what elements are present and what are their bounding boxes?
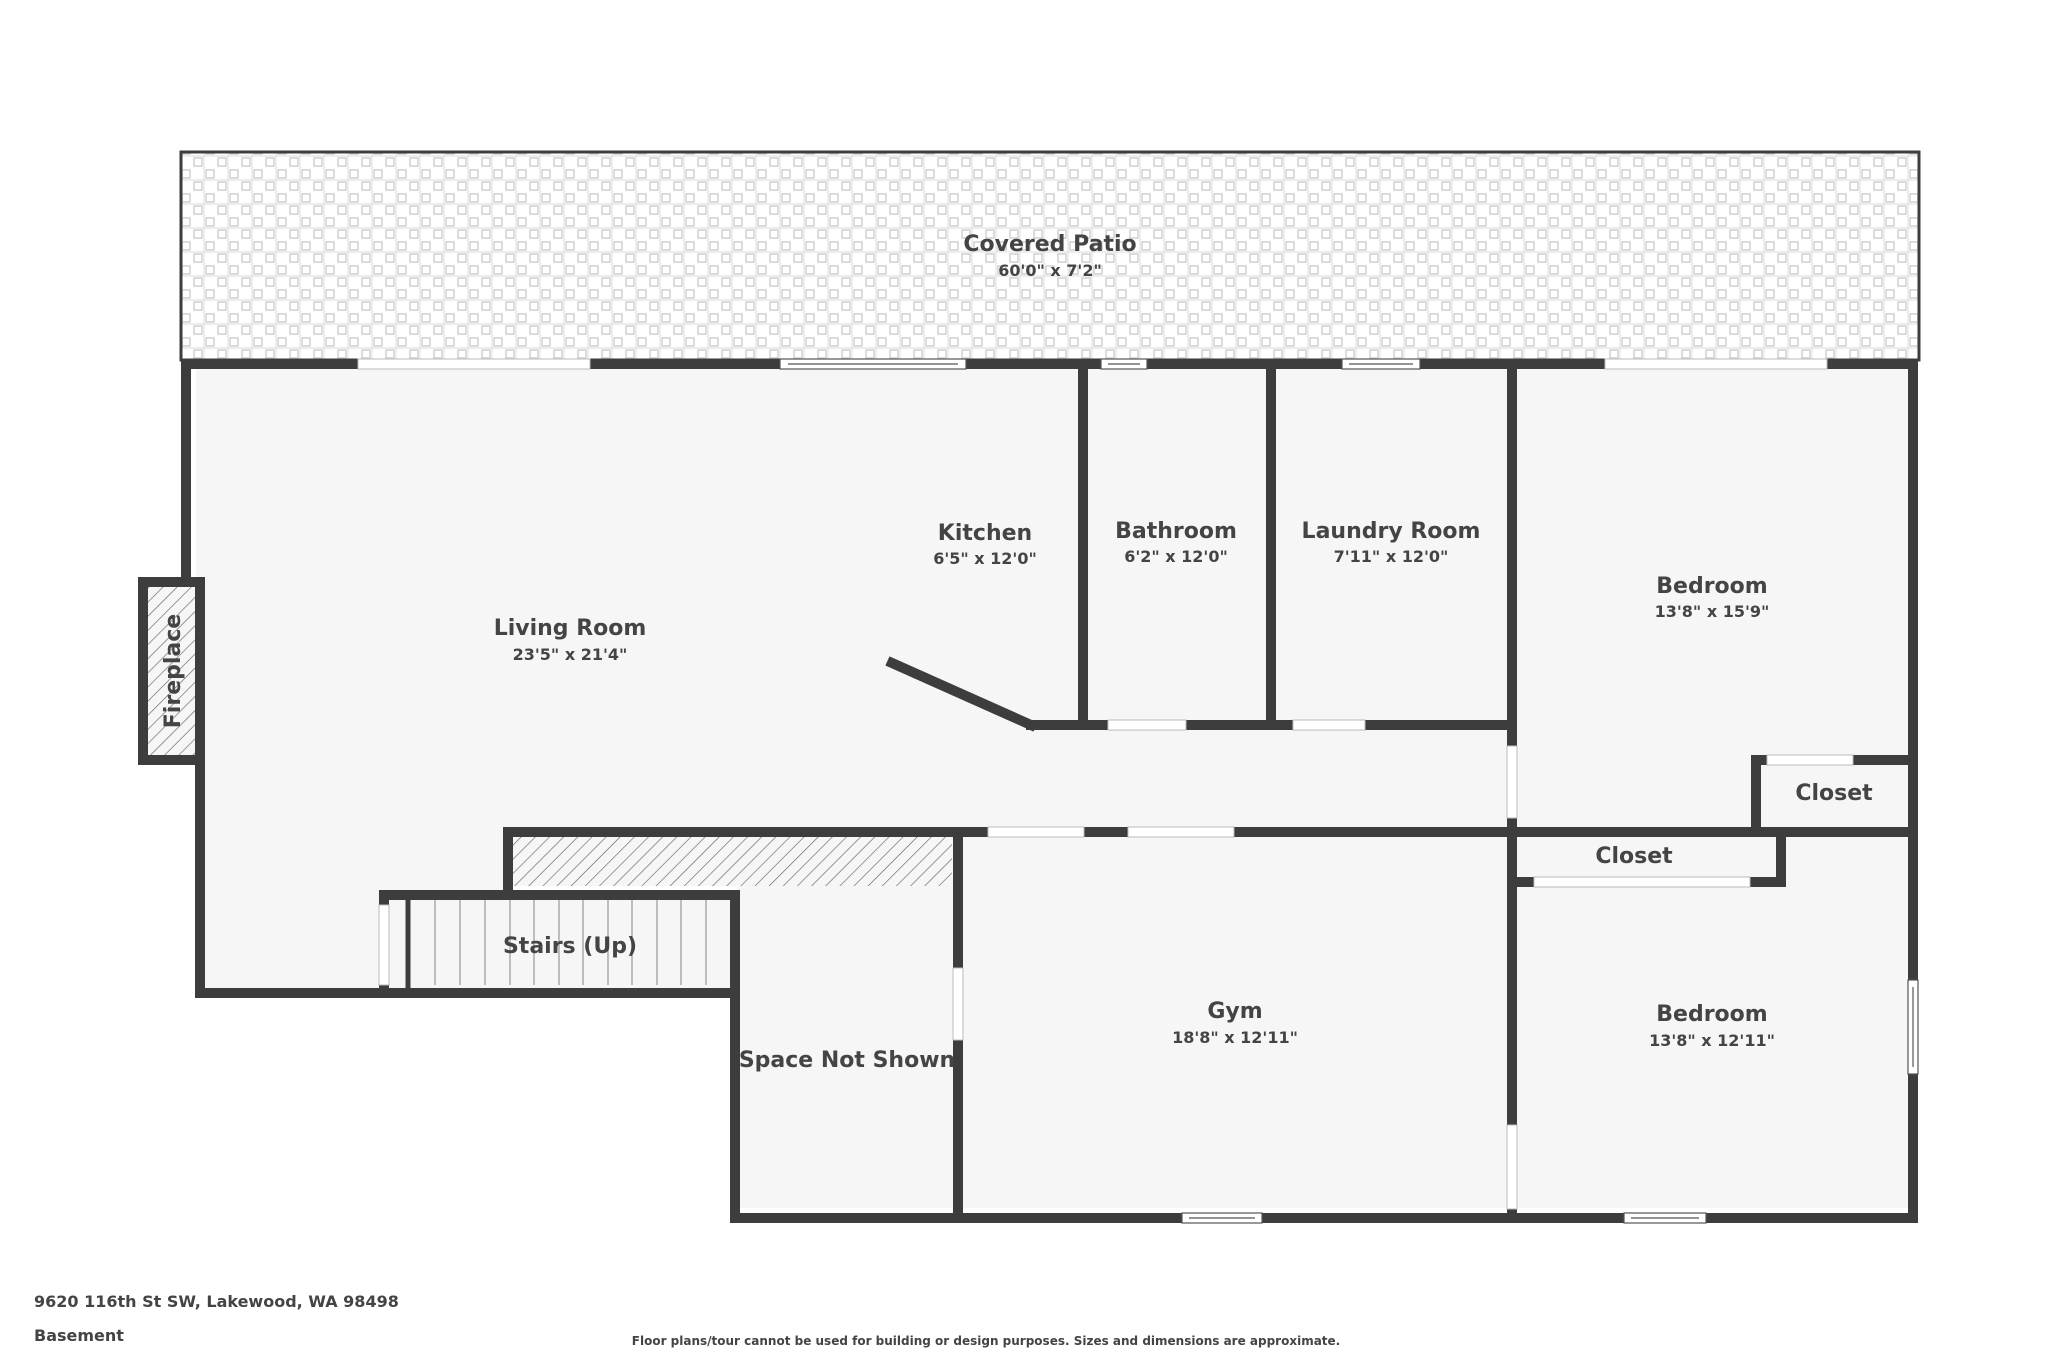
covered-patio-name: Covered Patio bbox=[963, 232, 1136, 257]
closet-2-name: Closet bbox=[1595, 844, 1673, 869]
stairs-treads bbox=[434, 895, 707, 985]
living-room-name: Living Room bbox=[494, 616, 647, 641]
window bbox=[1341, 358, 1421, 370]
covered-patio bbox=[179, 150, 1921, 362]
gym-name: Gym bbox=[1207, 999, 1262, 1024]
window bbox=[1907, 979, 1919, 1075]
window bbox=[779, 358, 967, 370]
gym-dimensions: 18'8" x 12'11" bbox=[1172, 1028, 1298, 1047]
laundry-room-dimensions: 7'11" x 12'0" bbox=[1334, 547, 1449, 566]
laundry-room-name: Laundry Room bbox=[1302, 519, 1481, 544]
under-stairs-storage bbox=[512, 836, 952, 886]
covered-patio-dimensions: 60'0" x 7'2" bbox=[998, 261, 1102, 280]
windows bbox=[779, 358, 1919, 1224]
bedroom-1-name: Bedroom bbox=[1656, 574, 1767, 599]
disclaimer-text: Floor plans/tour cannot be used for buil… bbox=[631, 1334, 1341, 1348]
bedroom-2-name: Bedroom bbox=[1656, 1002, 1767, 1027]
bathroom-name: Bathroom bbox=[1115, 519, 1237, 544]
door-openings bbox=[357, 358, 1854, 1210]
floor-level: Basement bbox=[34, 1326, 124, 1345]
closet-1-name: Closet bbox=[1795, 781, 1873, 806]
floor-areas bbox=[196, 368, 1908, 1208]
bedroom-2-dimensions: 13'8" x 12'11" bbox=[1649, 1031, 1775, 1050]
window bbox=[1181, 1212, 1263, 1224]
room-labels: Covered Patio 60'0" x 7'2" Living Room 2… bbox=[161, 232, 1873, 1073]
window bbox=[1623, 1212, 1707, 1224]
disclaimer: Floor plans/tour cannot be used for buil… bbox=[0, 1334, 2048, 1348]
stairs-name: Stairs (Up) bbox=[503, 934, 637, 959]
kitchen-dimensions: 6'5" x 12'0" bbox=[933, 549, 1037, 568]
bathroom-dimensions: 6'2" x 12'0" bbox=[1124, 547, 1228, 566]
living-room-dimensions: 23'5" x 21'4" bbox=[513, 645, 628, 664]
space-not-shown-name: Space Not Shown bbox=[739, 1048, 955, 1073]
window bbox=[1100, 358, 1148, 370]
property-address: 9620 116th St SW, Lakewood, WA 98498 bbox=[34, 1292, 399, 1311]
fireplace-name: Fireplace bbox=[161, 614, 186, 728]
bedroom-1-dimensions: 13'8" x 15'9" bbox=[1655, 602, 1770, 621]
kitchen-name: Kitchen bbox=[938, 521, 1032, 546]
